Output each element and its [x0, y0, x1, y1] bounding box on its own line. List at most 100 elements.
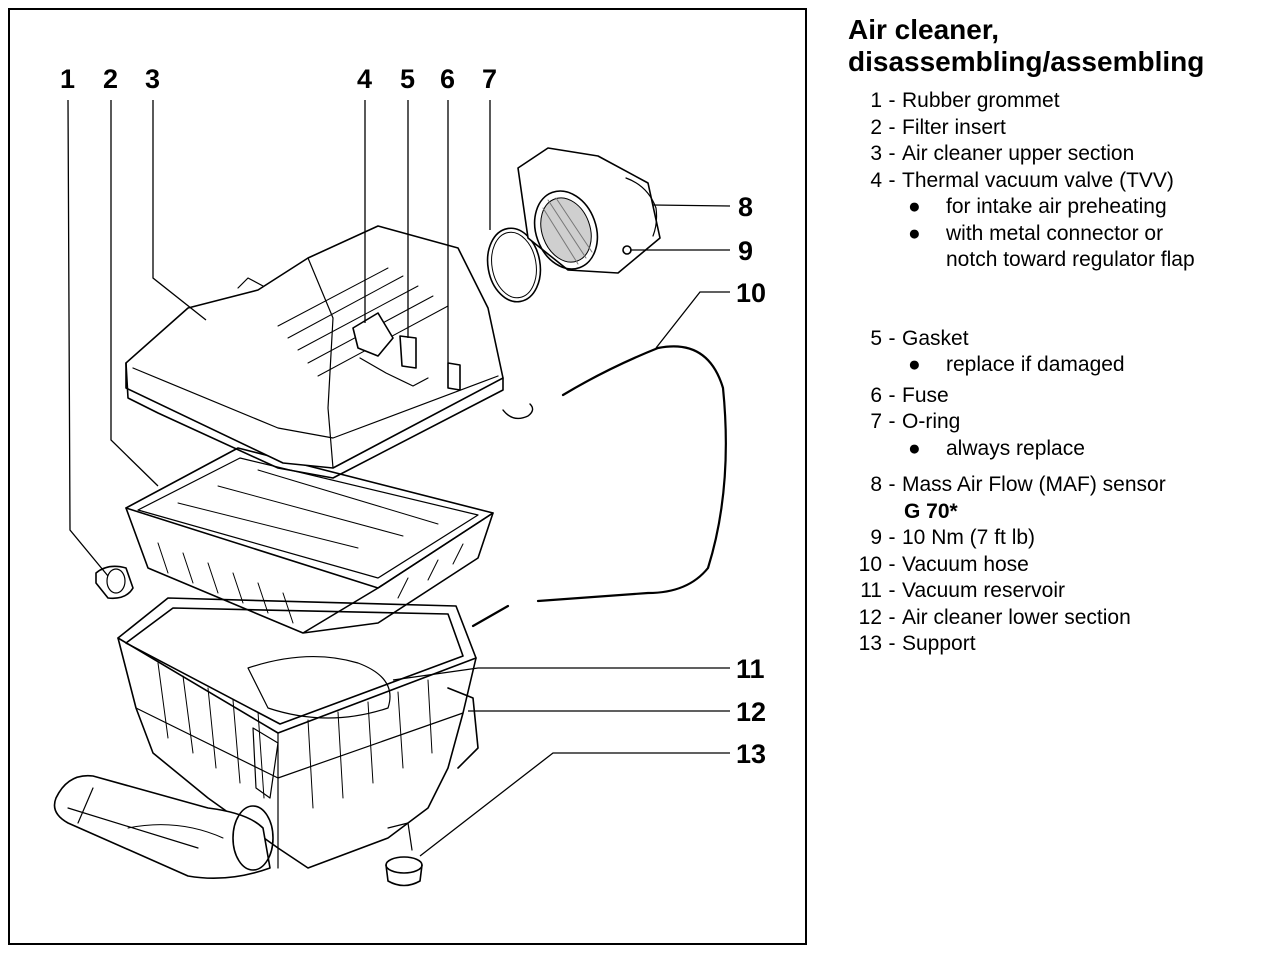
callout-2: 2	[103, 64, 118, 94]
legend-item-number: 13	[858, 632, 882, 655]
thermal-vacuum-valve	[352, 312, 534, 420]
legend-subitem: ● for intake air preheating	[848, 194, 1260, 221]
callout-4: 4	[357, 64, 372, 94]
legend-item-1: 1-Rubber grommet	[848, 88, 1260, 115]
legend-title: Air cleaner, disassembling/assembling	[848, 14, 1260, 78]
legend-subitem: ● with metal connector or	[848, 221, 1260, 248]
legend-item-number: 5	[870, 326, 882, 350]
legend-item-dash: -	[888, 552, 896, 576]
legend-item-text: Mass Air Flow (MAF) sensor	[902, 473, 1166, 496]
legend-item-text: Thermal vacuum valve (TVV)	[902, 168, 1174, 192]
legend-item-number: 6	[870, 383, 882, 407]
legend-item-number: 8	[870, 473, 882, 496]
legend-item-2: 2-Filter insert	[848, 115, 1260, 142]
legend-subitem-text: always replace	[946, 436, 1085, 460]
legend-item-dash: -	[888, 605, 896, 629]
legend-item-text: Gasket	[902, 326, 969, 350]
bullet-icon: ●	[908, 436, 921, 460]
support	[385, 856, 423, 887]
legend-item-text: Fuse	[902, 383, 949, 407]
bullet-icon: ●	[908, 195, 921, 218]
callout-9: 9	[738, 236, 753, 266]
legend-item-number: 3	[870, 142, 882, 165]
callout-8: 8	[738, 192, 753, 222]
legend-item-text: Support	[902, 632, 976, 655]
legend-subitem-text: G 70*	[904, 499, 958, 523]
callout-11: 11	[736, 654, 765, 684]
intake-duct	[53, 774, 274, 880]
legend-item-8: 8-Mass Air Flow (MAF) sensor	[848, 472, 1260, 499]
legend-item-dash: -	[888, 89, 896, 112]
air-cleaner-upper-section	[125, 225, 504, 479]
maf-sensor	[517, 147, 661, 274]
legend-item-text: Vacuum hose	[902, 552, 1029, 576]
legend-item-5: 5-Gasket	[848, 326, 1260, 353]
legend-item-number: 2	[870, 115, 882, 139]
legend-item-number: 1	[870, 89, 882, 112]
legend-item-dash: -	[888, 410, 896, 433]
legend-item-12: 12-Air cleaner lower section	[848, 605, 1260, 632]
leader-lines	[67, 99, 731, 857]
legend-item-dash: -	[888, 168, 896, 192]
callout-13: 13	[736, 739, 766, 769]
legend-item-3: 3-Air cleaner upper section	[848, 141, 1260, 168]
legend-item-dash: -	[888, 142, 896, 165]
legend-item-9: 9-10 Nm (7 ft lb)	[848, 525, 1260, 552]
legend-item-13: 13-Support	[848, 631, 1260, 658]
legend-item-text: 10 Nm (7 ft lb)	[902, 526, 1036, 549]
legend-item-dash: -	[888, 383, 896, 407]
legend-subitem: ● replace if damaged	[848, 352, 1260, 379]
legend-item-number: 10	[858, 552, 882, 576]
legend-item-7: 7-O-ring	[848, 409, 1260, 436]
legend-item-text: O-ring	[902, 410, 961, 433]
legend-subitem: ● always replace	[848, 436, 1260, 463]
o-ring	[486, 227, 542, 303]
legend-item-text: Filter insert	[902, 115, 1006, 139]
legend-item-6: 6-Fuse	[848, 383, 1260, 410]
legend-subitem: G 70*	[848, 499, 1260, 526]
legend-subitem-text: for intake air preheating	[946, 195, 1167, 218]
legend-item-dash: -	[888, 579, 896, 602]
legend-title-line-1: Air cleaner,	[848, 14, 999, 45]
callout-12: 12	[736, 697, 766, 727]
callout-5: 5	[400, 64, 415, 94]
legend-item-dash: -	[888, 526, 896, 549]
legend-subitem-text: with metal connector or	[946, 221, 1164, 245]
legend-item-text: Air cleaner lower section	[902, 605, 1131, 629]
legend-item-dash: -	[888, 632, 896, 655]
legend-item-number: 4	[870, 168, 882, 192]
legend-item-4: 4-Thermal vacuum valve (TVV)	[848, 168, 1260, 195]
legend-item-text: Rubber grommet	[902, 89, 1060, 112]
legend-item-number: 12	[858, 605, 882, 629]
legend-item-11: 11-Vacuum reservoir	[848, 578, 1260, 605]
rubber-grommet	[95, 565, 134, 600]
figure-frame	[8, 8, 807, 945]
air-cleaner-lower-section	[117, 597, 479, 869]
legend-item-dash: -	[888, 115, 896, 139]
callout-3: 3	[145, 64, 160, 94]
parts-legend: Air cleaner, disassembling/assembling 1-…	[848, 14, 1260, 658]
bullet-icon: ●	[908, 221, 921, 245]
legend-subitem-text: notch toward regulator flap	[946, 248, 1195, 271]
vacuum-hose	[536, 345, 727, 603]
callout-labels: 1 2 3 4 5 6 7 8 9 10 11 12 13	[60, 64, 766, 769]
legend-item-number: 9	[870, 526, 882, 549]
callout-6: 6	[440, 64, 455, 94]
legend-subitem: notch toward regulator flap	[848, 247, 1260, 274]
legend-title-line-2: disassembling/assembling	[848, 46, 1205, 77]
legend-item-10: 10-Vacuum hose	[848, 552, 1260, 579]
legend-item-number: 11	[860, 579, 882, 602]
legend-subitem-text: replace if damaged	[946, 353, 1125, 376]
callout-7: 7	[482, 64, 497, 94]
filter-insert	[125, 447, 494, 634]
legend-item-text: Air cleaner upper section	[902, 142, 1135, 165]
legend-item-number: 7	[870, 410, 882, 433]
callout-1: 1	[60, 64, 75, 94]
callout-10: 10	[736, 278, 766, 308]
legend-item-text: Vacuum reservoir	[902, 579, 1065, 602]
legend-item-dash: -	[888, 326, 896, 350]
exploded-view-diagram: 1 2 3 4 5 6 7 8 9 10 11 12 13	[8, 8, 807, 945]
bullet-icon: ●	[908, 353, 921, 376]
legend-item-dash: -	[888, 473, 896, 496]
